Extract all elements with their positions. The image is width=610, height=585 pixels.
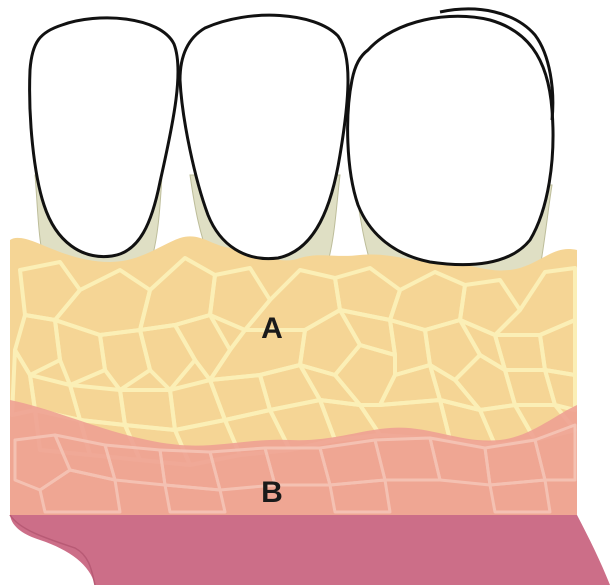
label-b: B <box>261 476 283 509</box>
tooth-crown-3 <box>348 16 553 264</box>
label-a: A <box>261 312 283 345</box>
tooth-crowns <box>30 9 553 265</box>
base-layer <box>10 515 610 585</box>
